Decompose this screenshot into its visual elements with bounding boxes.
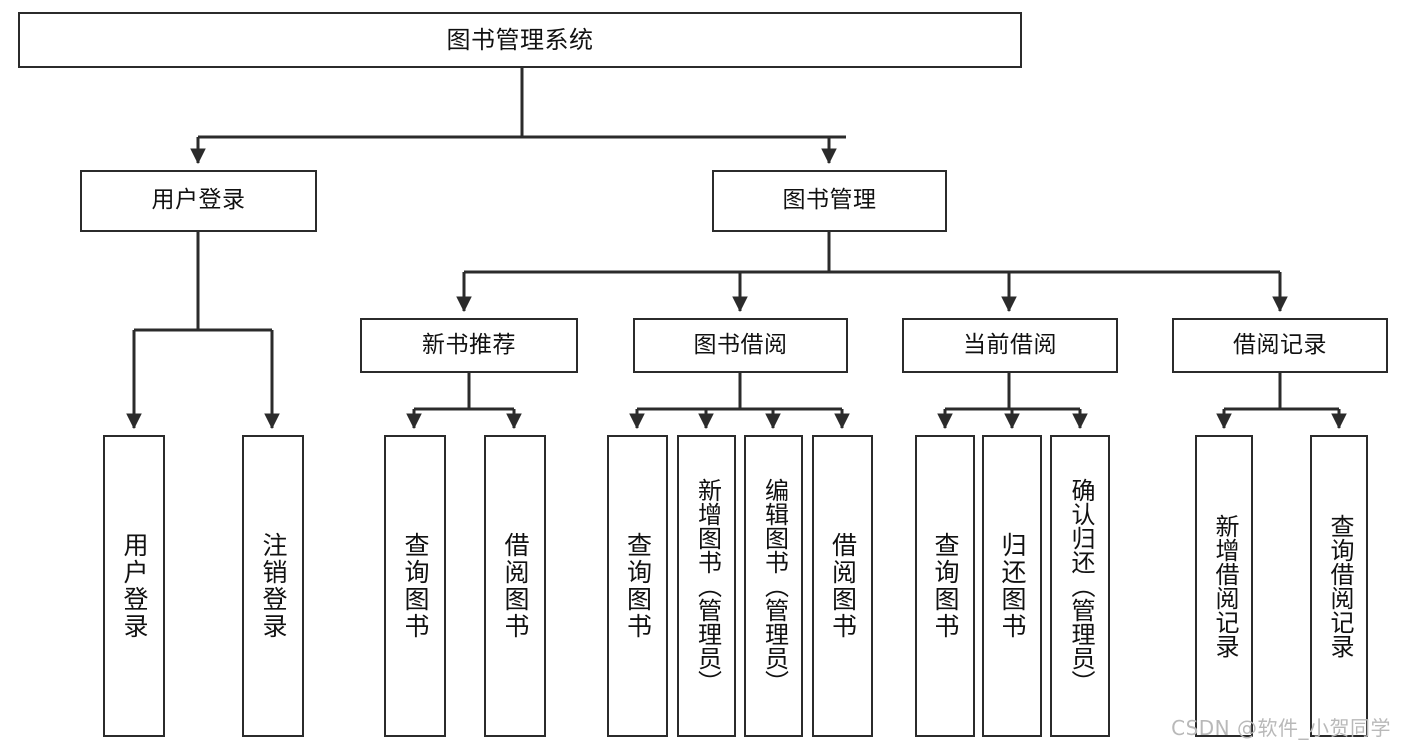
node-new-book-rec-label: 新书推荐	[422, 331, 516, 358]
leaf-query-record[interactable]: 查询借阅记录	[1310, 435, 1368, 737]
leaf-query-book-2-label: 查询图书	[623, 532, 653, 640]
leaf-confirm-return-label: 确认归还（管理员）	[1066, 478, 1095, 694]
node-book-borrow[interactable]: 图书借阅	[633, 318, 848, 373]
leaf-query-book-2[interactable]: 查询图书	[607, 435, 668, 737]
leaf-user-logout[interactable]: 注销登录	[242, 435, 304, 737]
leaf-user-login-label: 用户登录	[120, 532, 149, 640]
node-book-manage-label: 图书管理	[782, 187, 877, 214]
leaf-borrow-book-2[interactable]: 借阅图书	[812, 435, 873, 737]
leaf-add-record[interactable]: 新增借阅记录	[1195, 435, 1253, 737]
leaf-query-book-1[interactable]: 查询图书	[384, 435, 446, 737]
csdn-watermark: CSDN @软件_小贺同学	[1171, 716, 1391, 740]
leaf-query-book-1-label: 查询图书	[401, 532, 430, 640]
leaf-return-book[interactable]: 归还图书	[982, 435, 1042, 737]
leaf-borrow-book-2-label: 借阅图书	[828, 532, 858, 640]
leaf-user-login[interactable]: 用户登录	[103, 435, 165, 737]
edge-group-borrow-record	[1216, 373, 1347, 430]
leaf-add-book[interactable]: 新增图书（管理员）	[677, 435, 736, 737]
leaf-edit-book-label: 编辑图书（管理员）	[760, 478, 789, 694]
leaf-query-record-label: 查询借阅记录	[1325, 514, 1354, 658]
node-current-borrow[interactable]: 当前借阅	[902, 318, 1118, 373]
leaf-edit-book[interactable]: 编辑图书（管理员）	[744, 435, 803, 737]
node-root[interactable]: 图书管理系统	[18, 12, 1022, 68]
leaf-return-book-label: 归还图书	[998, 532, 1027, 640]
node-borrow-record[interactable]: 借阅记录	[1172, 318, 1388, 373]
node-borrow-record-label: 借阅记录	[1233, 331, 1327, 358]
node-book-manage[interactable]: 图书管理	[712, 170, 947, 232]
leaf-confirm-return[interactable]: 确认归还（管理员）	[1050, 435, 1110, 737]
leaf-add-book-label: 新增图书（管理员）	[693, 478, 722, 694]
edge-group-book-borrow	[629, 373, 850, 430]
node-user-login[interactable]: 用户登录	[80, 170, 317, 232]
leaf-borrow-book-1-label: 借阅图书	[501, 532, 530, 640]
node-new-book-rec[interactable]: 新书推荐	[360, 318, 578, 373]
leaf-borrow-book-1[interactable]: 借阅图书	[484, 435, 546, 737]
leaf-user-logout-label: 注销登录	[259, 532, 288, 640]
node-book-borrow-label: 图书借阅	[693, 331, 788, 358]
leaf-query-book-3[interactable]: 查询图书	[915, 435, 975, 737]
leaf-add-record-label: 新增借阅记录	[1210, 514, 1239, 658]
edge-group-root	[190, 68, 846, 165]
leaf-query-book-3-label: 查询图书	[931, 532, 960, 640]
edge-group-current-borrow	[937, 373, 1088, 430]
edge-group-new-book-rec	[406, 373, 522, 430]
node-user-login-label: 用户登录	[151, 187, 246, 214]
edge-group-user-login	[126, 232, 280, 430]
node-root-label: 图书管理系统	[446, 25, 594, 54]
edge-group-book-manage	[456, 232, 1288, 313]
node-current-borrow-label: 当前借阅	[963, 331, 1057, 358]
